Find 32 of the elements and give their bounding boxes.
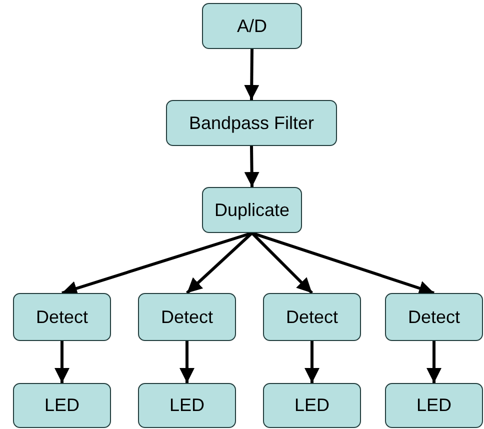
arrow xyxy=(54,341,70,383)
process-box xyxy=(138,293,236,341)
arrow xyxy=(244,48,260,100)
box-label: Detect xyxy=(408,306,460,328)
process-box xyxy=(13,293,111,341)
box-label: Duplicate xyxy=(214,200,290,220)
process-box xyxy=(263,293,361,341)
process-box xyxy=(385,293,483,341)
process-box xyxy=(138,383,236,428)
process-box xyxy=(13,383,111,428)
box-label: LED xyxy=(44,395,80,416)
arrow xyxy=(180,341,194,383)
process-box xyxy=(385,383,483,428)
process-box xyxy=(166,100,337,146)
arrow xyxy=(252,232,434,296)
arrow xyxy=(426,341,442,383)
box-label: Detect xyxy=(36,306,88,328)
box-label: Detect xyxy=(160,306,214,328)
box-label: Detect xyxy=(286,306,338,328)
process-box xyxy=(202,187,302,233)
arrow xyxy=(250,232,314,294)
box-label: LED xyxy=(416,395,452,416)
arrow xyxy=(244,146,260,188)
process-box xyxy=(202,3,302,49)
process-box xyxy=(263,383,361,428)
box-label: LED xyxy=(294,395,330,416)
box-label: LED xyxy=(169,395,204,416)
box-label: A/D xyxy=(236,16,267,36)
box-label: Bandpass Filter xyxy=(188,112,314,134)
arrow xyxy=(62,232,252,296)
arrow xyxy=(304,341,320,383)
arrow xyxy=(186,232,254,294)
